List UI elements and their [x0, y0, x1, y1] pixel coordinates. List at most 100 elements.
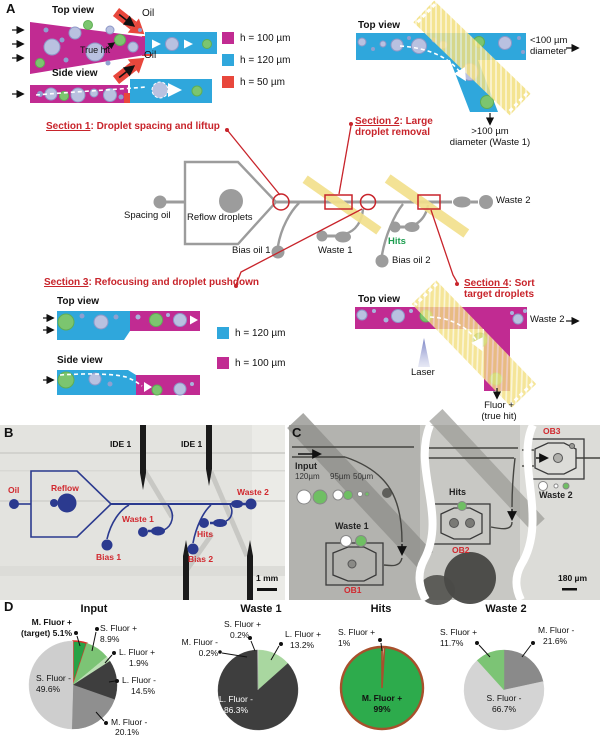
bias1-port-label: Bias 1: [96, 552, 122, 562]
pie-title-hits: Hits: [370, 603, 392, 615]
electrode-bars: [140, 425, 253, 600]
pie-waste1: [217, 649, 299, 731]
size-50-label: 50µm: [353, 472, 374, 481]
legend2-swatch-h120: [217, 327, 229, 339]
waste2-label-c: Waste 2: [539, 490, 573, 500]
laser-label: Laser: [411, 367, 435, 378]
pie2-lfm-pct: 86.3%: [223, 705, 249, 715]
pie4-sfp-label: S. Fluor +: [440, 627, 478, 637]
pie1-lfp-pct: 1.9%: [129, 658, 149, 668]
pie-slice: [503, 649, 544, 691]
legend2-label-h100: h = 100 µm: [235, 358, 286, 369]
droplet-path-dashed: [399, 45, 466, 82]
side-view-title: Side view: [57, 355, 103, 366]
ob1-label: OB1: [344, 585, 362, 595]
legend-swatch-h100: [222, 32, 234, 44]
flow-arrow: [184, 39, 193, 49]
pie-slice: [476, 649, 505, 691]
legend-circles: [296, 481, 570, 547]
section-markers: [272, 193, 441, 211]
schematic-ports: [153, 189, 493, 268]
pie2-mfm-pct: 0.2%: [198, 648, 218, 658]
legend2-swatch-h100: [217, 357, 229, 369]
funnel-droplets: [35, 20, 212, 68]
pie4-mfm-pct: 21.6%: [543, 636, 568, 646]
section3-num: Section 3: [44, 277, 89, 288]
size-120-label: 120µm: [295, 472, 320, 481]
spacing-oil-label: Spacing oil: [124, 210, 171, 221]
sideview-droplets: [57, 371, 194, 396]
section4-label: Section 4: Sort target droplets: [464, 278, 556, 300]
hits-port-label: Hits: [197, 529, 214, 539]
pie-leader-lines: [74, 627, 535, 725]
micro-channels: [292, 446, 600, 567]
input-arrows: [43, 313, 55, 385]
refocus-magenta-top: [128, 311, 200, 331]
pie3-sfp-pct: 1%: [338, 638, 351, 648]
pie1-lfm-pct: 14.5%: [131, 686, 156, 696]
top-view-title: Top view: [358, 294, 401, 305]
section2-label: Section 2: Large droplet removal: [355, 116, 445, 138]
pie3-mfp-pct: 99%: [373, 704, 391, 714]
scale-label-c: 180 µm: [558, 573, 587, 583]
ob-droplets: [347, 443, 575, 569]
oil-label: Oil: [142, 8, 155, 19]
bias-oil-2-label: Bias oil 2: [392, 255, 431, 266]
hits-label-c: Hits: [449, 487, 467, 497]
waste2-port-label: Waste 2: [237, 487, 269, 497]
waste-2-label: Waste 2: [496, 195, 531, 206]
top-view-title: Top view: [52, 5, 95, 16]
section4-rest: : Sort target droplets: [464, 278, 535, 301]
panel-c-letter: C: [292, 425, 302, 440]
input-label: Input: [295, 461, 317, 471]
flow-arrow: [168, 83, 182, 97]
flow-arrows-c: [298, 449, 549, 556]
pie-title-waste1: Waste 1: [240, 603, 282, 615]
pie2-lfp-label: L. Fluor +: [285, 629, 322, 639]
pie1-sfm-label: S. Fluor -: [36, 673, 71, 683]
section1-label: Section 1: Droplet spacing and liftup: [46, 121, 220, 132]
oil-port-label: Oil: [8, 485, 20, 495]
refocus-magenta-side: [128, 375, 200, 395]
small-diameter-label2: diameter: [530, 46, 567, 57]
legend-label-h120: h = 120 µm: [240, 55, 291, 66]
pie2-lfm-label: L. Fluor -: [218, 694, 253, 704]
pie-input: [28, 640, 118, 730]
section3-rest: : Refocusing and droplet pushdown: [88, 277, 260, 288]
panelA-schematic: [153, 122, 493, 288]
pie-slice: [463, 660, 545, 731]
top-view-title: Top view: [57, 296, 100, 307]
pie-slice: [257, 649, 259, 691]
pie1-mfm-label: M. Fluor -: [111, 717, 148, 727]
droplet-path-dashed: [429, 316, 483, 352]
laser-beam: [418, 338, 430, 367]
panel-dividers: [415, 423, 537, 603]
section4-num: Section 4: [464, 278, 509, 289]
flow-arrow: [152, 39, 161, 49]
reflow-port-label: Reflow: [51, 483, 79, 493]
pie2-mfm-label: M. Fluor -: [181, 637, 218, 647]
pie3-mfp-label: M. Fluor +: [361, 693, 403, 703]
ide1-label-left: IDE 1: [110, 439, 132, 449]
pie1-sfm-pct: 49.6%: [36, 684, 61, 694]
schematic-electrodes: [302, 174, 470, 238]
ide-electrode-band: [413, 0, 531, 116]
large-diameter-label2: diameter (Waste 1): [449, 137, 531, 148]
pie-title-input: Input: [80, 603, 108, 615]
pie1-target-pct: (target) 5.1%: [20, 628, 72, 638]
ide-traces: [141, 468, 250, 573]
pie4-sfm-label: S. Fluor -: [486, 693, 522, 703]
topview-droplets: [57, 313, 187, 331]
section2-rest: : Large droplet removal: [355, 116, 433, 139]
bias-oil-1-label: Bias oil 1: [232, 245, 271, 256]
flow-arrow: [144, 382, 152, 392]
reflow-droplets-label: Reflow droplets: [187, 212, 253, 223]
top-view-title: Top view: [358, 20, 401, 31]
pie-title-waste2: Waste 2: [485, 603, 527, 615]
hits-label: Hits: [388, 236, 406, 247]
ob3-label: OB3: [543, 426, 561, 436]
pie2-lfp-pct: 13.2%: [290, 640, 315, 650]
fluor-label: Fluor +: [484, 400, 514, 411]
large-diameter-label: >100 µm: [471, 126, 509, 137]
fluor-label2: (true hit): [481, 411, 517, 422]
